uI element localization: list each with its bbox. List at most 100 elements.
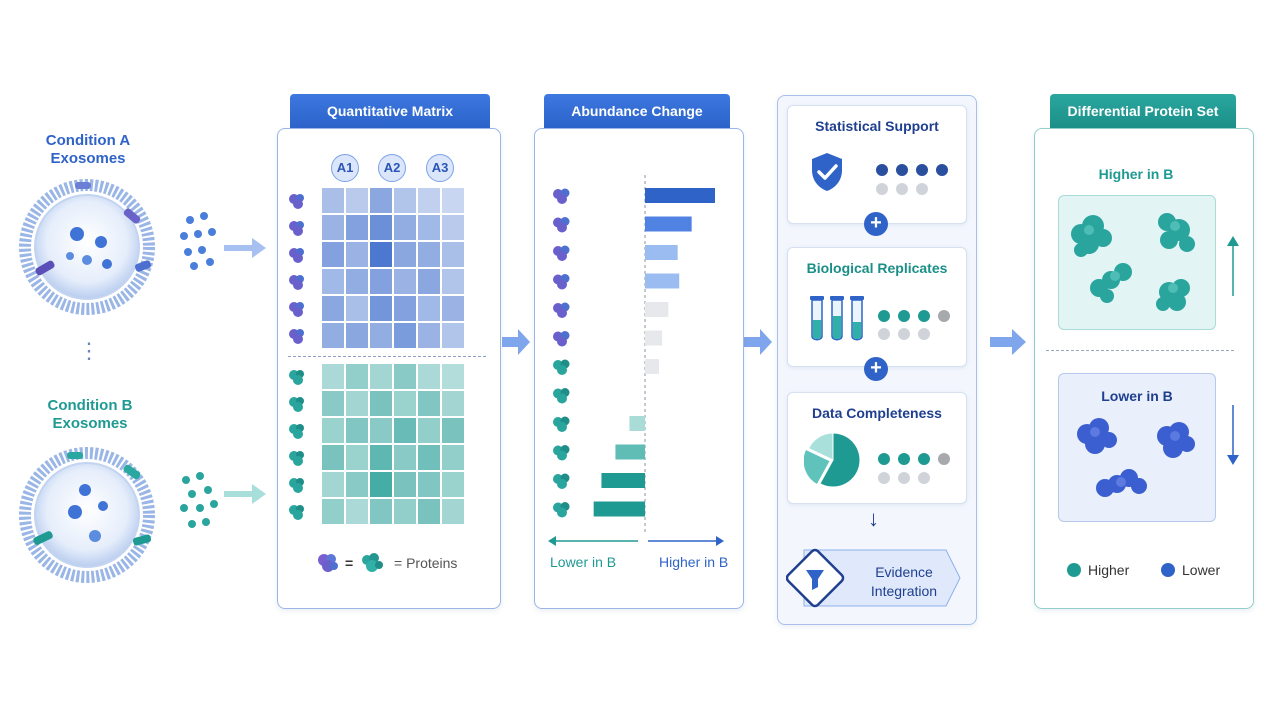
heatmap-cell: [394, 188, 416, 213]
legend-higher-label: Higher: [1088, 562, 1130, 578]
condition-a-label: Condition A Exosomes: [45, 132, 131, 167]
heatmap-cell: [442, 418, 464, 443]
heatmap-cell: [442, 472, 464, 497]
matrix-legend-text: = Proteins: [394, 555, 458, 571]
matrix-legend-equals: =: [345, 555, 354, 571]
heatmap-cell: [442, 215, 464, 240]
heatmap-cell: [370, 269, 392, 294]
heatmap-cell: [442, 188, 464, 213]
matrix-protein-icons-top: [288, 188, 312, 348]
dot: [918, 453, 930, 465]
column-header-a1: A1: [331, 154, 359, 182]
heatmap-cell: [418, 242, 440, 267]
flow-arrow-3-icon: [990, 329, 1026, 355]
heatmap-cell: [418, 188, 440, 213]
protein-icon: [553, 502, 570, 518]
dot: [918, 310, 930, 322]
heatmap-cell: [394, 242, 416, 267]
abundance-bar: [645, 302, 669, 317]
higher-proteins-icon: [1071, 213, 1195, 311]
heatmap-cell: [322, 242, 344, 267]
pie-chart-icon: [804, 432, 861, 488]
dot: [918, 472, 930, 484]
abundance-bar-chart: [553, 175, 715, 535]
lower-proteins-icon: [1077, 418, 1195, 497]
protein-icon: [553, 416, 570, 432]
released-proteins-a-icon: [180, 212, 266, 270]
dot: [938, 453, 950, 465]
biological-replicates-title: Biological Replicates: [806, 260, 948, 276]
abundance-change-title: Abundance Change: [544, 94, 730, 128]
pie-slice: [819, 432, 861, 488]
protein-icon: [553, 274, 570, 290]
heatmap-cell: [346, 391, 368, 416]
abundance-bar: [645, 245, 678, 260]
heatmap-cell: [322, 215, 344, 240]
dot: [898, 328, 910, 340]
dot: [876, 183, 888, 195]
protein-icon: [289, 275, 304, 290]
heatmap-cell: [370, 364, 392, 389]
lower-arrow-icon: [548, 536, 638, 546]
heatmap-cell: [322, 269, 344, 294]
heatmap-cell: [346, 445, 368, 470]
flow-arrow-1-icon: [502, 329, 530, 355]
higher-arrow-icon: [648, 536, 724, 546]
protein-icon: [553, 217, 570, 233]
heatmap-cell: [442, 391, 464, 416]
heatmap-cell: [394, 499, 416, 524]
abundance-change-panel: [534, 128, 744, 609]
exosome-b-icon: [19, 447, 155, 583]
result-divider: [1046, 350, 1234, 351]
abundance-bar: [601, 473, 645, 488]
higher-in-b-label: Higher in B: [659, 554, 729, 570]
heatmap-cell: [442, 296, 464, 321]
protein-purple-icon: [318, 554, 338, 572]
protein-icon: [289, 329, 304, 344]
heatmap-cell: [442, 364, 464, 389]
protein-icon: [553, 331, 570, 347]
flow-arrow-2-icon: [744, 329, 772, 355]
protein-icon: [289, 302, 304, 317]
abundance-bar: [629, 416, 645, 431]
abundance-bar: [593, 501, 645, 517]
heatmap-cell: [394, 364, 416, 389]
heatmap-cell: [418, 499, 440, 524]
dot: [896, 183, 908, 195]
dot: [878, 472, 890, 484]
protein-icon: [553, 302, 570, 318]
heatmap-cell: [346, 269, 368, 294]
protein-icon: [289, 248, 304, 263]
column-header-a2: A2: [378, 154, 406, 182]
data-completeness-title: Data Completeness: [812, 405, 942, 421]
dot: [898, 310, 910, 322]
lower-in-b-title: Lower in B: [1101, 388, 1173, 404]
heatmap-cell: [322, 418, 344, 443]
abundance-bar: [645, 359, 659, 374]
heatmap-cell: [442, 269, 464, 294]
pie-slice: [807, 432, 834, 461]
up-arrow-icon: [1227, 236, 1239, 296]
protein-icon: [553, 445, 570, 461]
heatmap-cell: [370, 215, 392, 240]
pie-slice: [804, 448, 831, 486]
protein-icon: [553, 188, 570, 204]
shield-check-icon: [812, 153, 842, 191]
differential-protein-set-title: Differential Protein Set: [1050, 94, 1236, 128]
legend-lower-dot: [1161, 563, 1175, 577]
abundance-bar: [645, 188, 715, 203]
data-completeness-card: Data Completeness: [787, 392, 967, 504]
heatmap-cell: [394, 323, 416, 348]
protein-icon: [289, 194, 304, 209]
heatmap-cell: [394, 391, 416, 416]
heatmap-cell: [370, 445, 392, 470]
heatmap-cell: [346, 296, 368, 321]
plus-icon: +: [864, 357, 888, 381]
quantitative-matrix-title: Quantitative Matrix: [290, 94, 490, 128]
condition-b-label: Condition B Exosomes: [47, 397, 133, 432]
dot: [878, 328, 890, 340]
dot: [878, 453, 890, 465]
down-arrow-result-icon: [1227, 405, 1239, 465]
lower-in-b-label: Lower in B: [550, 554, 617, 570]
test-tubes-icon: [810, 296, 864, 341]
